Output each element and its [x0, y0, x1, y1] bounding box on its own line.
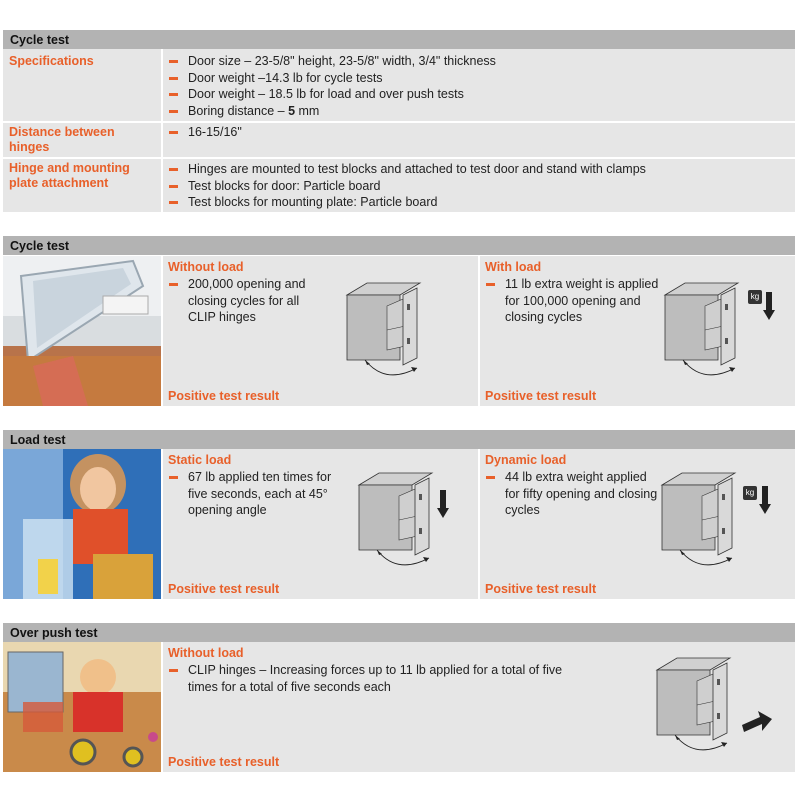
list-item: Hinges are mounted to test blocks and at… — [168, 161, 788, 178]
list-item: Test blocks for door: Particle board — [168, 178, 788, 195]
list-item: 44 lb extra weight applied for fifty ope… — [485, 469, 660, 519]
down-arrow-icon — [759, 486, 771, 514]
load-left-list: 67 lb applied ten times for five seconds… — [168, 469, 343, 519]
load-right-result: Positive test result — [485, 582, 597, 596]
list-item: Door weight – 18.5 lb for load and over … — [168, 86, 788, 103]
cycle-section-header: Cycle test — [3, 236, 795, 255]
push-left-result: Positive test result — [168, 755, 280, 769]
cycle-left-title: Without load — [168, 260, 244, 274]
cabinet-diagram-cycle-without-load — [345, 280, 465, 390]
spec-label-distance: Distance between hinges — [9, 125, 115, 154]
spec-label-specifications: Specifications — [9, 54, 94, 68]
spec-list-specifications: Door size – 23-5/8" height, 23-5/8" widt… — [168, 53, 788, 119]
load-divider — [478, 449, 480, 599]
spec-divider — [161, 49, 163, 212]
spec-list-hinge-attachment: Hinges are mounted to test blocks and at… — [168, 161, 788, 211]
load-right-list: 44 lb extra weight applied for fifty ope… — [485, 469, 660, 519]
list-item: Test blocks for mounting plate: Particle… — [168, 194, 788, 211]
push-left-list: CLIP hinges – Increasing forces up to 11… — [168, 662, 568, 695]
push-section-header: Over push test — [3, 623, 795, 642]
cycle-right-title: With load — [485, 260, 542, 274]
load-right-title: Dynamic load — [485, 453, 567, 467]
down-arrow-icon — [437, 490, 449, 518]
kitchen-cabinet-photo — [3, 256, 161, 406]
boring-distance-unit: mm — [295, 103, 320, 118]
down-arrow-icon — [763, 292, 775, 320]
cycle-right-result: Positive test result — [485, 389, 597, 403]
push-left-title: Without load — [168, 646, 244, 660]
spec-row-divider — [3, 157, 795, 159]
cycle-left-result: Positive test result — [168, 389, 280, 403]
woman-fridge-photo — [3, 449, 161, 599]
right-arrow-icon — [742, 711, 772, 732]
boring-distance-value: 5 — [288, 103, 296, 118]
load-left-result: Positive test result — [168, 582, 280, 596]
cycle-right-list: 11 lb extra weight is applied for 100,00… — [485, 276, 660, 326]
spec-label-hinge-attachment: Hinge and mounting plate attachment — [9, 161, 130, 190]
list-item: Boring distance – 5 mm — [168, 103, 788, 120]
cycle-divider — [478, 256, 480, 406]
weight-icon: kg — [748, 290, 762, 304]
boring-distance-text: Boring distance – — [188, 103, 289, 118]
list-item: 200,000 opening and closing cycles for a… — [168, 276, 318, 326]
list-item: 67 lb applied ten times for five seconds… — [168, 469, 343, 519]
child-kitchen-photo — [3, 642, 161, 772]
list-item: Door size – 23-5/8" height, 23-5/8" widt… — [168, 53, 788, 70]
spec-list-distance: 16-15/16" — [168, 124, 788, 141]
list-item: Door weight –14.3 lb for cycle tests — [168, 70, 788, 87]
weight-icon: kg — [743, 486, 757, 500]
list-item: 11 lb extra weight is applied for 100,00… — [485, 276, 660, 326]
cycle-left-list: 200,000 opening and closing cycles for a… — [168, 276, 318, 326]
cabinet-diagram-static-load — [357, 470, 477, 580]
spec-panel — [3, 49, 795, 212]
load-section-header: Load test — [3, 430, 795, 449]
list-item: CLIP hinges – Increasing forces up to 11… — [168, 662, 568, 695]
load-left-title: Static load — [168, 453, 232, 467]
list-item: 16-15/16" — [168, 124, 788, 141]
spec-section-header: Cycle test — [3, 30, 795, 49]
cabinet-diagram-over-push — [655, 655, 775, 765]
spec-row-divider — [3, 121, 795, 123]
